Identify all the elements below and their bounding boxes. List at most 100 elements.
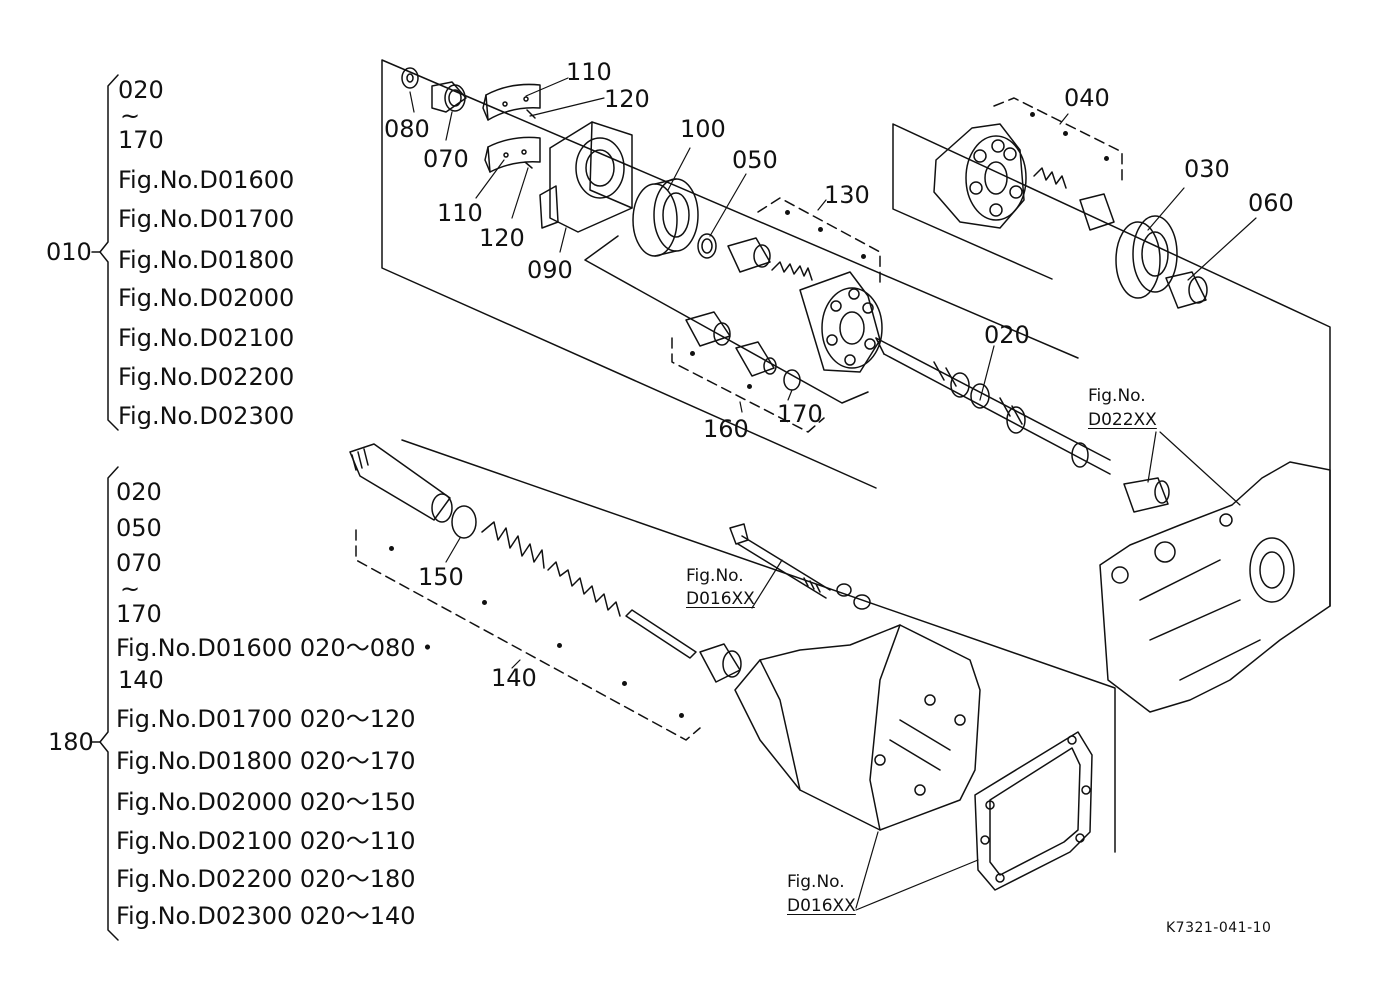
marker-dot	[690, 351, 695, 356]
marker-dot	[622, 681, 627, 686]
group-180-item: 050	[116, 514, 162, 542]
group-180-item: 070	[116, 549, 162, 577]
group-180-item: Fig.No.D01800 020～170	[116, 747, 416, 775]
fig-ref-d016xx-code: D016XX	[787, 896, 856, 916]
callout-170: 170	[777, 400, 823, 428]
group-010-item: Fig.No.D01800	[118, 246, 295, 274]
part-020-shaft	[875, 337, 1111, 475]
group-180-item: Fig.No.D02300 020～140	[116, 902, 416, 930]
fig-ref-d022xx-code: D022XX	[1088, 410, 1157, 430]
drawing-code: K7321-041-10	[1166, 920, 1272, 936]
part-040-cylinder-block	[933, 123, 1027, 229]
group-180-item: Fig.No.D02100 020～110	[116, 827, 416, 855]
group-180-ref: 180	[48, 728, 94, 756]
callout-060: 060	[1248, 189, 1294, 217]
part-150-oring	[451, 505, 477, 539]
group-010-item: Fig.No.D01600	[118, 166, 295, 194]
part-090-port-block	[539, 121, 633, 233]
fig-ref-d016xx-label: Fig.No.	[787, 872, 845, 892]
marker-dot	[1030, 112, 1035, 117]
frame-top-assembly	[381, 59, 1079, 489]
part-130-spring	[771, 261, 813, 281]
marker-dot	[1063, 131, 1068, 136]
front-housing	[734, 624, 981, 831]
part-140-sleeve	[349, 443, 453, 523]
fig-ref-d016xx-code: D016XX	[686, 589, 755, 609]
part-040-pin	[1079, 193, 1115, 231]
group-180-item: ~	[120, 575, 141, 603]
callout-110: 110	[566, 58, 612, 86]
group-010-item: Fig.No.D02300	[118, 402, 295, 430]
group-180-item: 170	[116, 600, 162, 628]
part-070-bearing	[431, 81, 467, 113]
callout-080: 080	[384, 115, 430, 143]
leader-lines	[409, 77, 1257, 911]
callout-140: 140	[491, 664, 537, 692]
callout-160: 160	[703, 415, 749, 443]
frame-lower-assembly	[401, 439, 1116, 853]
marker-dot	[557, 643, 562, 648]
part-140-piston	[699, 643, 742, 683]
part-080-washer	[401, 67, 419, 89]
part-050-circlip	[697, 233, 717, 259]
part-110-plate-lower	[484, 136, 541, 173]
callout-030: 030	[1184, 155, 1230, 183]
bracket-010	[91, 74, 119, 431]
group-180-item: Fig.No.D01600 020～080・	[116, 634, 440, 662]
part-140-spring-inner	[547, 561, 621, 617]
part-130-cylinder-block	[799, 271, 883, 373]
marker-dot	[1104, 156, 1109, 161]
part-140-pin	[625, 609, 697, 659]
group-010-item: 170	[118, 126, 164, 154]
marker-dot	[861, 254, 866, 259]
fig-ref-d016xx-label: Fig.No.	[686, 566, 744, 586]
group-010-item: Fig.No.D02000	[118, 284, 295, 312]
marker-dot	[785, 210, 790, 215]
part-160-sleeve	[685, 311, 731, 347]
part-d022xx-bushing	[1123, 477, 1170, 513]
marker-dot	[818, 227, 823, 232]
group-010-item: ~	[120, 102, 141, 130]
frame-junction	[584, 235, 869, 404]
part-130-sleeve	[727, 237, 771, 273]
callout-150: 150	[418, 563, 464, 591]
callout-120: 120	[604, 85, 650, 113]
marker-dot	[389, 546, 394, 551]
group-180-item: Fig.No.D01700 020～120	[116, 705, 416, 733]
transmission-case	[1099, 461, 1331, 713]
callout-070: 070	[423, 145, 469, 173]
part-160-piston	[735, 341, 777, 377]
group-010-item: Fig.No.D02200	[118, 363, 295, 391]
callout-020: 020	[984, 321, 1030, 349]
part-100-bearing	[632, 178, 699, 257]
callout-100: 100	[680, 115, 726, 143]
bracket-180	[91, 466, 119, 941]
callout-050: 050	[732, 146, 778, 174]
part-040-spring	[1033, 167, 1067, 189]
marker-dot	[482, 600, 487, 605]
part-030-bearing	[1115, 215, 1178, 299]
group-180-item: Fig.No.D02000 020～150	[116, 788, 416, 816]
part-140-spring-outer	[481, 521, 545, 569]
group-010-item: Fig.No.D02100	[118, 324, 295, 352]
marker-dot	[679, 713, 684, 718]
callout-110: 110	[437, 199, 483, 227]
group-180-item: 140	[118, 666, 164, 694]
part-110-plate-upper	[482, 83, 541, 121]
group-010-ref: 010	[46, 238, 92, 266]
callout-120: 120	[479, 224, 525, 252]
group-010-item: 020	[118, 76, 164, 104]
group-180-item: Fig.No.D02200 020～180	[116, 865, 416, 893]
fig-ref-d022xx-label: Fig.No.	[1088, 386, 1146, 406]
callout-090: 090	[527, 256, 573, 284]
part-170-oring	[783, 369, 801, 391]
bolt-d016xx	[729, 523, 871, 610]
part-060-bearing	[1165, 271, 1208, 309]
dashed-groups	[355, 97, 1123, 741]
callout-040: 040	[1064, 84, 1110, 112]
gasket-d016xx	[974, 731, 1093, 891]
callout-130: 130	[824, 181, 870, 209]
marker-dot	[747, 384, 752, 389]
